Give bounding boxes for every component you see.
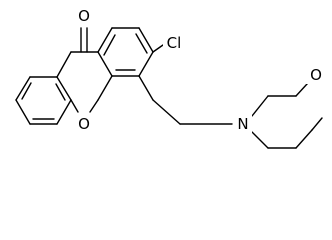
chlorine-bond <box>152 44 164 53</box>
bond <box>70 99 79 113</box>
bond <box>15 76 31 101</box>
morpholine-oxygen-label: O <box>310 66 322 84</box>
double-bond-inner <box>21 82 32 100</box>
bond <box>97 51 113 77</box>
bond <box>89 99 99 113</box>
bond-network <box>15 27 323 149</box>
bond <box>311 117 323 131</box>
xanthone-structure: O O Cl N O <box>15 7 324 149</box>
atom-labels: O O Cl N O <box>76 7 324 134</box>
nitrogen-label: N <box>237 115 248 133</box>
bond <box>56 99 72 125</box>
bond <box>138 51 154 77</box>
double-bond-inner <box>135 33 148 54</box>
bond <box>251 131 269 149</box>
bond <box>15 99 31 125</box>
chlorine-atom: Cl <box>163 33 185 53</box>
ring-oxygen-label: O <box>78 115 90 133</box>
bond <box>251 95 269 117</box>
bond <box>295 129 313 149</box>
morpholine-oxygen-atom: O <box>306 64 324 84</box>
bond <box>97 75 113 101</box>
carbonyl-oxygen-atom: O <box>78 7 90 25</box>
double-bond-inner <box>55 83 66 101</box>
bond <box>56 76 72 101</box>
bond <box>138 27 154 53</box>
bond <box>138 75 154 101</box>
carbonyl-oxygen-label: O <box>78 7 90 25</box>
ring-oxygen-atom: O <box>76 114 92 133</box>
bond <box>295 83 308 97</box>
chlorine-label: Cl <box>167 34 182 52</box>
amine-nitrogen-atom: N <box>234 114 252 134</box>
bond <box>152 99 181 125</box>
bond <box>56 51 72 78</box>
double-bond-inner <box>103 34 116 56</box>
bond <box>97 27 113 53</box>
